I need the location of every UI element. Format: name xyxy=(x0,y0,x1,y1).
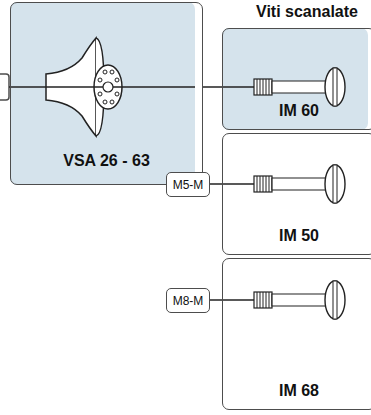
title: Viti scanalate xyxy=(256,3,358,21)
product-code: VSA 26 - 63 xyxy=(11,152,202,170)
empty-box xyxy=(0,74,9,100)
product-code: IM 68 xyxy=(223,382,371,400)
slotted-screw xyxy=(254,281,345,319)
connector-line xyxy=(210,183,222,185)
product-box: IM 50 xyxy=(222,133,371,255)
connector-line xyxy=(210,299,222,301)
product-box: IM 68 xyxy=(222,258,371,410)
slotted-screw xyxy=(254,165,345,203)
product-box: VSA 26 - 63 xyxy=(10,2,203,185)
connector-line xyxy=(203,86,222,88)
thread-size: M5-M xyxy=(173,178,204,192)
axis-line xyxy=(222,299,254,301)
thread-label-box: M8-M xyxy=(166,288,210,313)
thread-label-box: M5-M xyxy=(166,172,210,197)
product-code: IM 50 xyxy=(223,227,371,245)
product-code: IM 60 xyxy=(223,102,371,120)
slotted-screw xyxy=(254,68,345,106)
axis-line xyxy=(222,86,254,88)
product-box: IM 60 xyxy=(222,28,371,130)
suction-cup xyxy=(46,38,122,136)
thread-size: M8-M xyxy=(173,294,204,308)
axis-line xyxy=(9,86,195,88)
axis-line xyxy=(222,183,254,185)
